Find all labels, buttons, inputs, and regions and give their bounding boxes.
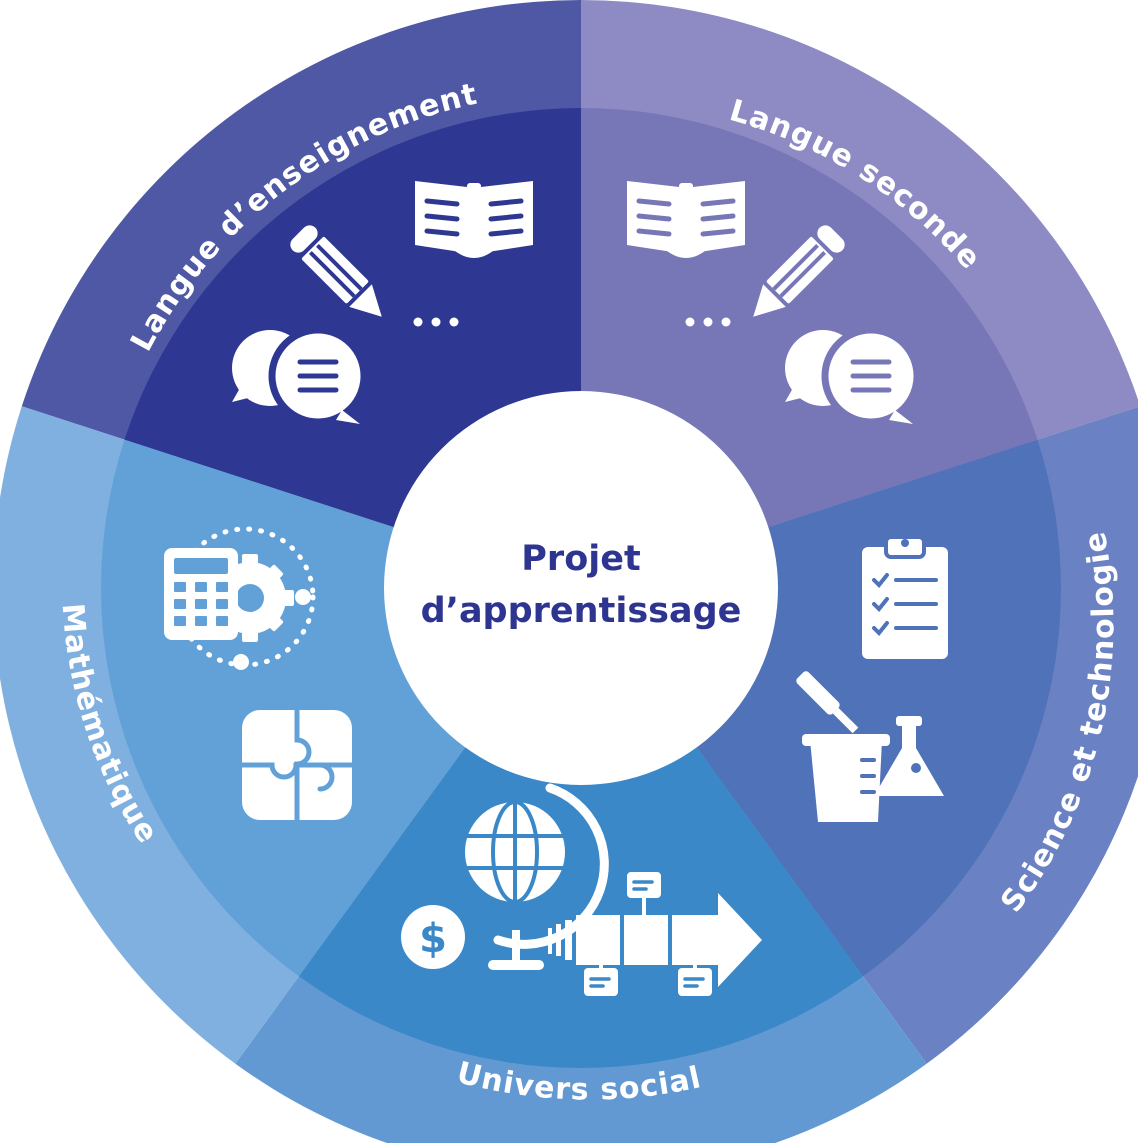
calculator-gear-icon bbox=[164, 526, 316, 670]
lab-flask-icon bbox=[796, 671, 944, 822]
globe-icon bbox=[465, 783, 609, 970]
ellipsis-icon bbox=[685, 317, 731, 327]
svg-text:$: $ bbox=[419, 916, 447, 962]
timeline-arrow-icon bbox=[548, 872, 762, 996]
book-icon bbox=[627, 181, 745, 258]
pencil-icon bbox=[753, 225, 845, 317]
pencil-icon bbox=[290, 225, 382, 317]
puzzle-icon bbox=[239, 707, 355, 823]
center-title-line2: d’apprentissage bbox=[421, 591, 742, 631]
center-circle bbox=[384, 391, 778, 785]
clipboard-checklist-icon bbox=[862, 535, 948, 659]
book-icon bbox=[415, 181, 533, 258]
speech-bubbles-icon bbox=[785, 326, 921, 426]
ellipsis-icon bbox=[413, 317, 459, 327]
speech-bubbles-icon bbox=[232, 326, 368, 426]
dollar-icon: $ bbox=[401, 905, 465, 969]
center-title-line1: Projet bbox=[521, 539, 640, 579]
